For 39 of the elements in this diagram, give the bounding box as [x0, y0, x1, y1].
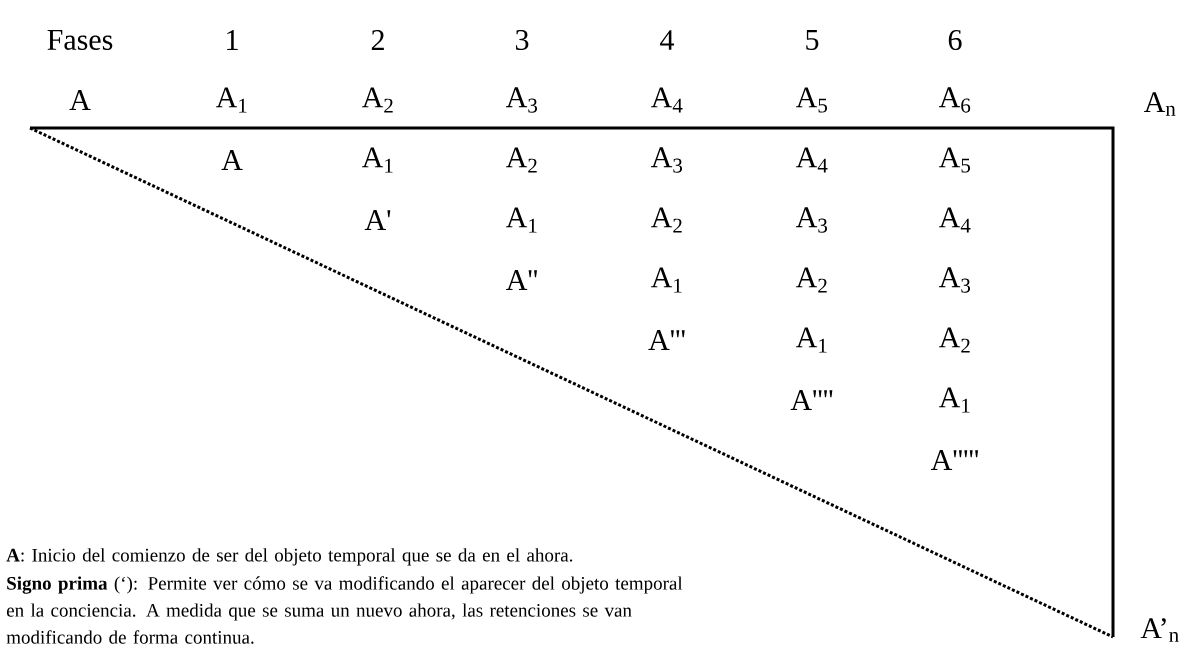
phase-label: A$_{1}$: [938, 387, 970, 413]
phase-label: A$_{4}$: [650, 87, 683, 113]
phase-label: A$_{5}$: [938, 147, 970, 173]
phase-label: A$_{3}$: [938, 267, 970, 293]
phase-label: A$_{1}$: [795, 327, 827, 353]
phase-label: A$_{2}$: [938, 327, 970, 353]
header-label: 3: [515, 29, 529, 51]
phase-label: A''''': [930, 450, 979, 470]
header-label: 5: [806, 30, 819, 50]
phase-label: A$_{3}$: [505, 87, 537, 113]
header-label: 1: [227, 30, 238, 50]
phase-label: A$_{4}$: [795, 147, 828, 173]
end-label: A$_{n}$: [1143, 92, 1176, 116]
phase-label: A$_{2}$: [505, 147, 537, 173]
phase-label: A$_{5}$: [795, 87, 827, 113]
header-label: 4: [660, 30, 675, 50]
phase-label: A$_{3}$: [795, 207, 827, 233]
phase-label: A': [364, 210, 391, 230]
note-text: Signo prima (‘): Permite ver cómo se va modificando el aparecer del objeto temporal en la conciencia. A medida que se suma un nuevo ahora, las retenciones se van modificando de forma continua.: [6, 576, 683, 644]
end-label: A’$_{n}$: [1140, 618, 1179, 642]
note-text: A: Inicio del comienzo de ser del objeto temporal que se da en el ahora.: [6, 548, 573, 566]
phase-label: A$_{1}$: [505, 207, 537, 233]
phase-label: A$_{2}$: [361, 87, 393, 113]
header-label: Fases: [47, 30, 113, 50]
phase-label: A: [69, 90, 91, 110]
phase-label: A$_{2}$: [795, 267, 827, 293]
header-label: 2: [371, 30, 384, 50]
phase-label: A$_{1}$: [650, 267, 682, 293]
phase-label: A'': [506, 270, 537, 290]
phase-label: A''': [648, 330, 685, 350]
phase-label: A$_{6}$: [938, 87, 971, 113]
phase-label: A$_{1}$: [216, 87, 247, 113]
phase-label: A: [221, 150, 243, 170]
phase-label: A'''': [790, 390, 833, 410]
phase-label: A$_{3}$: [650, 147, 682, 173]
header-label: 6: [948, 29, 962, 51]
phase-label: A$_{4}$: [938, 207, 971, 233]
phase-label: A$_{1}$: [361, 147, 393, 173]
phase-label: A$_{2}$: [650, 207, 682, 233]
